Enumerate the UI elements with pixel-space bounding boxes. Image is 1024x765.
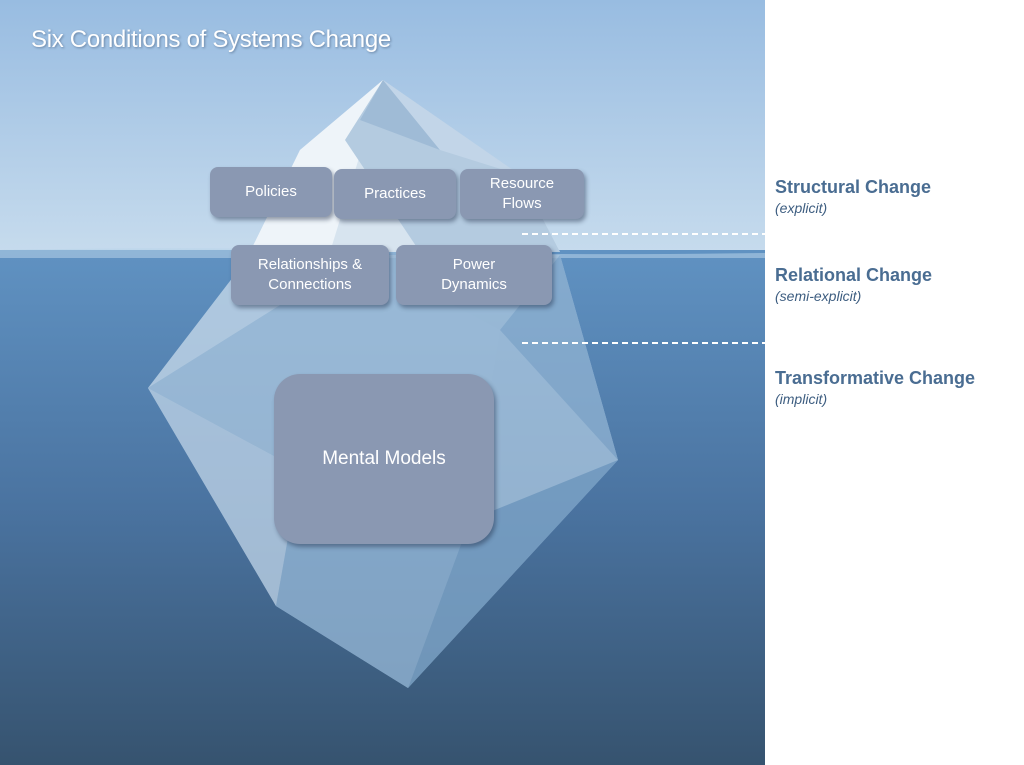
condition-label: Power Dynamics — [441, 256, 507, 293]
page-title: Six Conditions of Systems Change — [31, 26, 391, 53]
iceberg-scene: Six Conditions of Systems Change Policie… — [0, 0, 765, 765]
level-note: (implicit) — [775, 391, 828, 407]
condition-label: Resource Flows — [489, 175, 555, 212]
condition-mental-models: Mental Models — [274, 374, 494, 544]
level-structural: Structural Change (explicit) — [775, 176, 931, 218]
level-transformative: Transformative Change (implicit) — [775, 367, 975, 409]
level-name: Transformative Change — [775, 368, 976, 388]
condition-policies: Policies — [210, 167, 332, 217]
condition-practices: Practices — [334, 169, 456, 219]
condition-label: Mental Models — [322, 448, 446, 469]
divider-relational-transformative — [522, 342, 1008, 344]
condition-relationships-connections: Relationships & Connections — [231, 245, 389, 305]
level-note: (semi-explicit) — [775, 288, 862, 304]
level-name: Relational Change — [775, 265, 933, 285]
level-relational: Relational Change (semi-explicit) — [775, 264, 932, 306]
level-note: (explicit) — [775, 200, 828, 216]
condition-label: Relationships & Connections — [257, 256, 363, 293]
condition-resource-flows: Resource Flows — [460, 169, 584, 219]
condition-label: Policies — [245, 183, 297, 200]
divider-structural-relational — [522, 233, 1008, 235]
condition-label: Practices — [364, 185, 426, 202]
level-name: Structural Change — [775, 177, 932, 197]
condition-power-dynamics: Power Dynamics — [396, 245, 552, 305]
